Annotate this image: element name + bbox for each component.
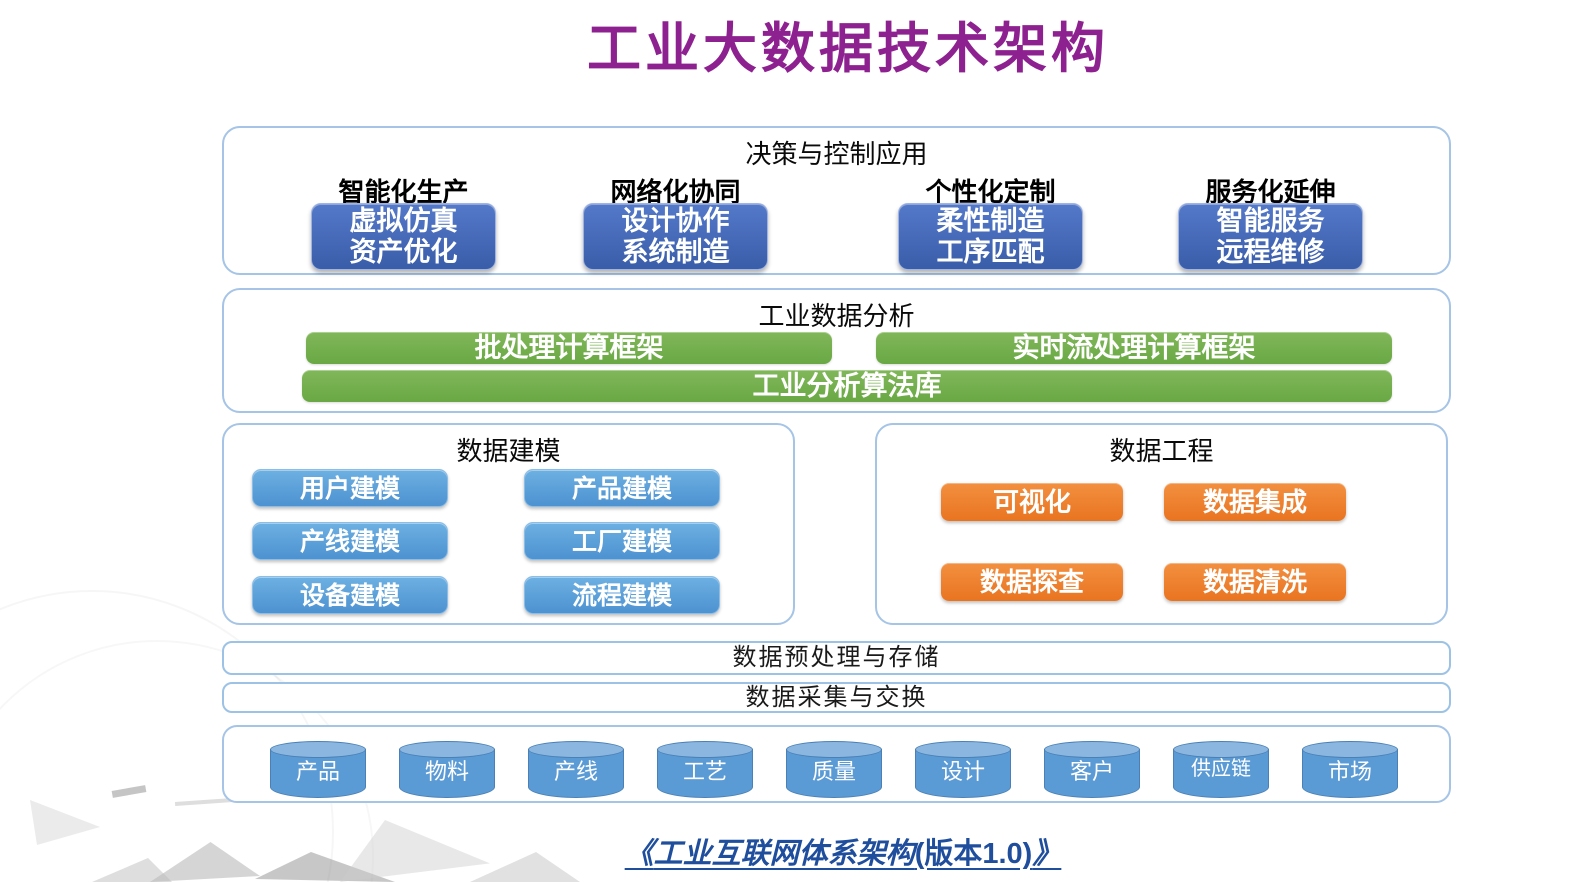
page-title: 工业大数据技术架构 [587, 19, 1109, 79]
cylinder-label: 设计 [940, 758, 985, 784]
node-intelligent-service-remote-maintenance: 智能服务 远程维修 [1178, 203, 1363, 270]
node-line: 智能服务 [1216, 205, 1325, 236]
decoration-dash [174, 797, 234, 807]
decoration-dash [111, 785, 147, 798]
reference-link[interactable]: 《工业互联网体系架构(版本1.0)》 [90, 830, 1596, 872]
node-line-modeling: 产线建模 [252, 522, 448, 560]
database-cylinder-customer: 客户 [1044, 741, 1140, 798]
column-header-intelligent-production: 智能化生产 [338, 177, 469, 207]
cylinder-body [528, 749, 624, 798]
database-cylinder-supply-chain: 供应链 [1173, 741, 1269, 798]
layer-decision-control: 决策与控制应用 智能化生产 网络化协同 个性化定制 服务化延伸 虚拟仿真 资产优… [222, 126, 1451, 275]
database-cylinder-quality: 质量 [786, 741, 882, 798]
column-header-service-extension: 服务化延伸 [1205, 177, 1336, 207]
node-data-integration: 数据集成 [1164, 483, 1346, 521]
cylinder-top [1173, 741, 1269, 758]
cylinder-top [399, 741, 495, 758]
reference-link-version: (版本1.0) [914, 838, 1033, 870]
layer-collection-exchange: 数据采集与交换 [222, 682, 1451, 713]
cylinder-label: 产线 [553, 758, 598, 784]
node-user-modeling: 用户建模 [252, 469, 448, 507]
cylinder-body [270, 749, 366, 798]
cylinder-label: 工艺 [682, 758, 727, 784]
node-data-exploration: 数据探查 [941, 563, 1123, 601]
cylinder-top [270, 741, 366, 758]
node-line: 设计协作 [621, 205, 730, 236]
layer-engineering-label: 数据工程 [1109, 436, 1214, 466]
cylinder-label: 供应链 [1191, 757, 1251, 780]
cylinder-label: 客户 [1069, 758, 1114, 784]
column-header-personalized-customization: 个性化定制 [925, 177, 1056, 207]
node-design-collaboration-system-manufacturing: 设计协作 系统制造 [583, 203, 768, 270]
reference-link-suffix: 》 [1032, 838, 1062, 870]
node-batch-processing-framework: 批处理计算框架 [306, 332, 832, 364]
database-cylinder-product: 产品 [270, 741, 366, 798]
layer-data-analysis: 工业数据分析 批处理计算框架 实时流处理计算框架 工业分析算法库 [222, 288, 1451, 413]
layer-data-modeling: 数据建模 用户建模 产品建模 产线建模 工厂建模 设备建模 流程建模 [222, 423, 795, 625]
node-data-cleaning: 数据清洗 [1164, 563, 1346, 601]
cylinder-label: 产品 [295, 758, 340, 784]
layer-preprocessing-storage: 数据预处理与存储 [222, 641, 1451, 675]
cylinder-top [1302, 741, 1398, 758]
node-industrial-algorithm-library: 工业分析算法库 [302, 370, 1392, 402]
reference-link-title: 工业互联网体系架构 [653, 838, 915, 870]
node-line: 柔性制造 [936, 205, 1045, 236]
node-line: 资产优化 [349, 236, 458, 267]
cylinder-label: 市场 [1327, 758, 1372, 784]
layer-analysis-label: 工业数据分析 [758, 301, 915, 331]
node-device-modeling: 设备建模 [252, 576, 448, 614]
cylinder-label: 物料 [424, 758, 469, 784]
cylinder-label: 质量 [811, 758, 856, 784]
node-visualization: 可视化 [941, 483, 1123, 521]
cylinder-top [915, 741, 1011, 758]
layer-decision-label: 决策与控制应用 [745, 139, 928, 169]
node-line: 虚拟仿真 [349, 205, 458, 236]
layer-data-engineering: 数据工程 可视化 数据集成 数据探查 数据清洗 [875, 423, 1448, 625]
node-product-modeling: 产品建模 [524, 469, 720, 507]
node-line: 工序匹配 [936, 236, 1045, 267]
database-cylinder-design: 设计 [915, 741, 1011, 798]
node-stream-processing-framework: 实时流处理计算框架 [876, 332, 1392, 364]
node-process-modeling: 流程建模 [524, 576, 720, 614]
cylinder-top [657, 741, 753, 758]
reference-link-prefix: 《 [624, 838, 654, 870]
node-factory-modeling: 工厂建模 [524, 522, 720, 560]
database-cylinder-line: 产线 [528, 741, 624, 798]
node-virtual-simulation-asset-optimization: 虚拟仿真 资产优化 [311, 203, 496, 270]
node-flexible-manufacturing-process-matching: 柔性制造 工序匹配 [898, 203, 1083, 270]
cylinder-top [786, 741, 882, 758]
database-cylinder-material: 物料 [399, 741, 495, 798]
cylinder-top [1044, 741, 1140, 758]
database-cylinder-market: 市场 [1302, 741, 1398, 798]
layer-modeling-label: 数据建模 [456, 436, 561, 466]
column-header-networked-collaboration: 网络化协同 [610, 177, 741, 207]
database-cylinder-craft: 工艺 [657, 741, 753, 798]
layer-data-sources: 产品 物料 产线 工艺 质量 设计 客户 供应链 市场 [222, 725, 1451, 803]
cylinder-top [528, 741, 624, 758]
node-line: 系统制造 [621, 236, 730, 267]
node-line: 远程维修 [1216, 236, 1325, 267]
